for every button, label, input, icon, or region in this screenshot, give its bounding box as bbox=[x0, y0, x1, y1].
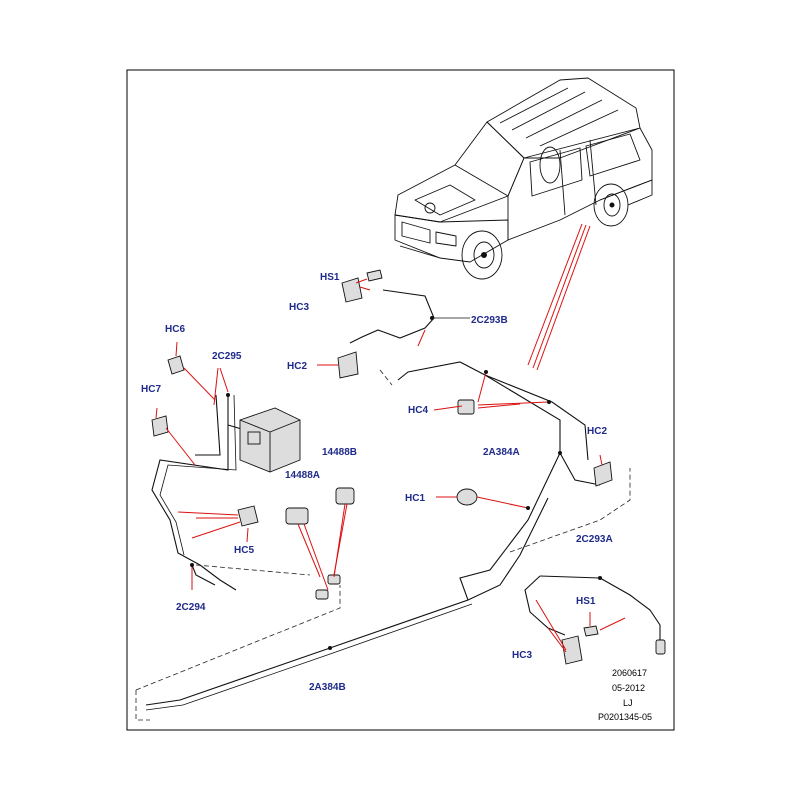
label-14488b: 14488B bbox=[322, 447, 357, 458]
label-hc7: HC7 bbox=[141, 384, 161, 395]
vehicle-outline bbox=[394, 77, 653, 280]
label-hc1: HC1 bbox=[405, 493, 425, 504]
ref-date: 05-2012 bbox=[612, 683, 645, 693]
label-hc2-right: HC2 bbox=[587, 426, 607, 437]
label-2c294: 2C294 bbox=[176, 602, 206, 613]
brake-pipes bbox=[145, 289, 661, 711]
label-hc5: HC5 bbox=[234, 545, 254, 556]
label-hs1-bottom: HS1 bbox=[576, 596, 596, 607]
label-14488a: 14488A bbox=[285, 470, 320, 481]
ref-code: 2060617 bbox=[612, 668, 647, 678]
parts bbox=[151, 269, 666, 665]
label-hs1-top: HS1 bbox=[320, 272, 340, 283]
junction-dots bbox=[190, 316, 602, 650]
label-hc3-bottom: HC3 bbox=[512, 650, 532, 661]
ref-part-ref: P0201345-05 bbox=[598, 712, 652, 722]
label-hc6: HC6 bbox=[165, 324, 185, 335]
label-2c293a: 2C293A bbox=[576, 534, 613, 545]
label-hc3-top: HC3 bbox=[289, 302, 309, 313]
label-2a384b: 2A384B bbox=[309, 682, 346, 693]
red-leader-lines bbox=[155, 223, 626, 653]
label-hc2-mid: HC2 bbox=[287, 361, 307, 372]
diagram-frame bbox=[126, 69, 675, 731]
dashed-leaders bbox=[135, 369, 631, 721]
label-2c293b: 2C293B bbox=[471, 315, 508, 326]
label-2a384a: 2A384A bbox=[483, 447, 520, 458]
ref-initials: LJ bbox=[623, 698, 633, 708]
label-hc4: HC4 bbox=[408, 405, 428, 416]
label-2c295: 2C295 bbox=[212, 351, 242, 362]
